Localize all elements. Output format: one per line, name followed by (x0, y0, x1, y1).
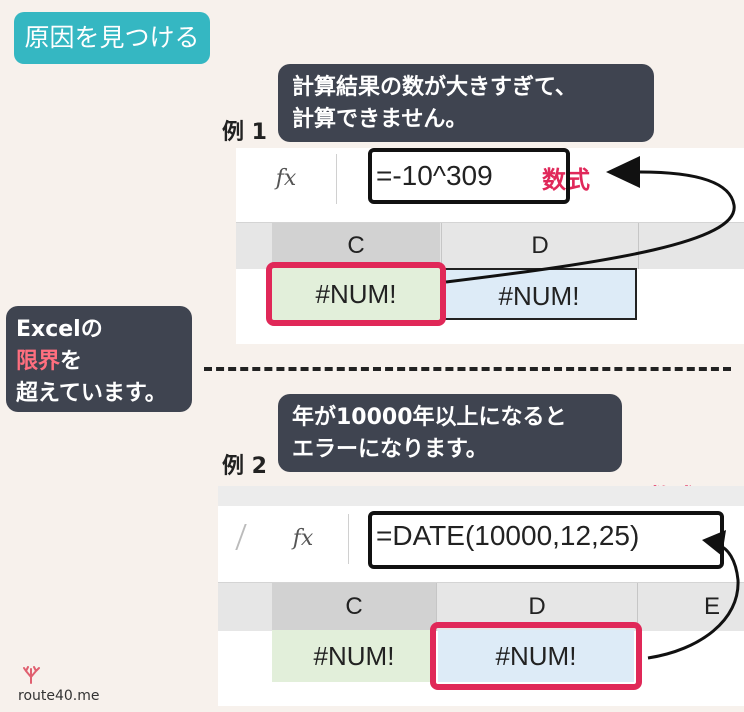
cell-d-num-error[interactable]: #NUM! (438, 630, 634, 682)
formula-highlight (368, 148, 570, 204)
cell-d-highlight (430, 622, 642, 690)
side-line2-rest: を (60, 349, 83, 374)
side-line3: 超えています。 (16, 381, 167, 406)
example1-sheet: fx =-10^309 数式 C D #NUM! #NUM! (236, 148, 744, 344)
side-line2: 限界を (16, 346, 182, 378)
section-divider (204, 367, 731, 371)
formula-highlight (368, 511, 724, 569)
example2-bubble: 年が10000年以上になると エラーになります。 (278, 394, 622, 472)
example1-bubble: 計算結果の数が大きすぎて、 計算できません。 (278, 64, 654, 142)
cancel-check-icon (221, 524, 247, 550)
section-tag: 原因を見つける (14, 12, 210, 64)
cell-c-highlight (266, 262, 446, 326)
example2-bubble-line2: エラーになります。 (292, 437, 488, 462)
example1-bubble-line2: 計算できません。 (292, 107, 468, 132)
cell-c-num-error[interactable]: #NUM! (272, 630, 436, 682)
formula-bar: fx =DATE(10000,12,25) (218, 506, 744, 572)
column-header-c[interactable]: C (272, 223, 440, 269)
side-line2-highlight: 限界 (16, 349, 61, 374)
column-header-d[interactable]: D (436, 583, 638, 631)
formula-bar: fx =-10^309 数式 (236, 148, 744, 210)
example1-label: 例 1 (222, 120, 267, 145)
cell-c-num-error[interactable]: #NUM! (272, 268, 440, 320)
side-line1: Excelの (16, 317, 103, 342)
column-header-e[interactable]: E (704, 593, 721, 620)
example1-bubble-line1: 計算結果の数が大きすぎて、 (292, 75, 577, 100)
fx-icon: fx (258, 514, 349, 564)
ribbon-edge (218, 486, 744, 506)
coral-icon (23, 666, 40, 684)
example2-sheet: fx =DATE(10000,12,25) C D E #NUM! #NUM! (218, 486, 744, 706)
site-name: route40.me (18, 688, 100, 704)
formula-input[interactable]: =DATE(10000,12,25) (376, 520, 640, 551)
column-header-d[interactable]: D (441, 223, 639, 269)
excel-limit-bubble: Excelの 限界を 超えています。 (6, 306, 192, 412)
example2-bubble-line1: 年が10000年以上になると (292, 405, 567, 430)
cell-d-num-error[interactable]: #NUM! (441, 268, 637, 320)
column-header-c[interactable]: C (272, 583, 436, 631)
example2-label: 例 2 (222, 454, 267, 479)
fx-icon: fx (236, 154, 337, 204)
